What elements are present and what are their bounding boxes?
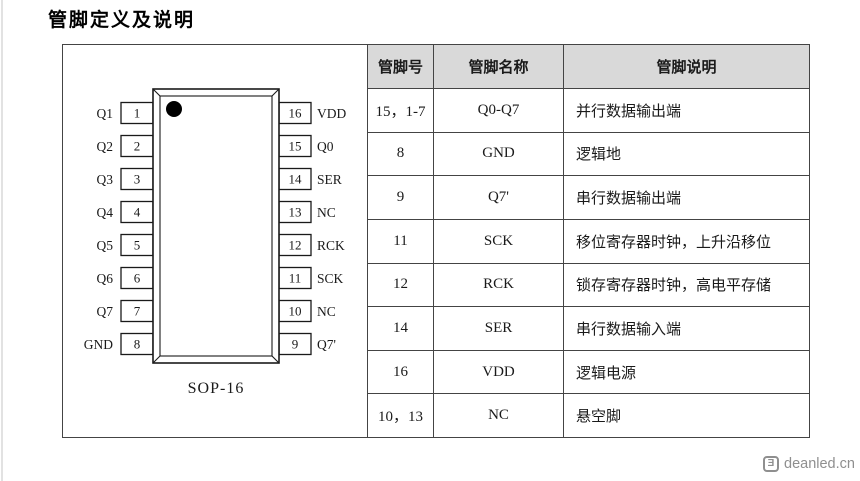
pin-description-cell: 串行数据输入端: [576, 321, 682, 338]
pin-label: VDD: [317, 106, 346, 121]
header-pin-number: 管脚号: [368, 45, 434, 88]
pin-label: Q7': [317, 337, 336, 352]
pin-label: Q0: [317, 139, 334, 154]
content-panel: 1 Q1 2 Q2 3 Q3 4 Q4 5 Q5: [62, 44, 810, 438]
pin-description-cell: 悬空脚: [576, 409, 622, 426]
pin-number-cell: 14: [368, 307, 434, 350]
pin-name-cell: GND: [434, 132, 564, 176]
table-row: 16 VDD 逻辑电源: [368, 350, 809, 395]
table-row: 15，1-7 Q0-Q7 并行数据输出端: [368, 89, 809, 133]
pin-label: Q5: [97, 238, 114, 253]
pin1-indicator-dot: [166, 101, 182, 117]
pin-box-2: 2 Q2: [97, 134, 154, 158]
pin-box-11: 11 SCK: [278, 266, 344, 290]
pin-number: 8: [134, 337, 141, 352]
table-row: 14 SER 串行数据输入端: [368, 307, 809, 351]
pin-number-cell: 16: [368, 350, 434, 394]
pin-box-15: 15 Q0: [278, 134, 334, 158]
pin-box-10: 10 NC: [278, 299, 336, 323]
pin-description-cell: 逻辑电源: [576, 365, 637, 382]
pin-box-16: 16 VDD: [278, 101, 346, 125]
pin-box-3: 3 Q3: [97, 167, 154, 191]
table-row: 11 SCK 移位寄存器时钟，上升沿移位: [368, 219, 809, 264]
chip-body: [152, 88, 280, 364]
table-row: 10，13 NC 悬空脚: [368, 394, 809, 437]
pin-description-cell: 串行数据输出端: [576, 191, 682, 208]
package-label: SOP-16: [188, 380, 245, 397]
watermark-text: deanled.cn: [784, 456, 855, 472]
pin-box-6: 6 Q6: [97, 266, 154, 290]
watermark: Ǝ deanled.cn: [763, 456, 855, 472]
pin-box-9: 9 Q7': [278, 332, 336, 356]
pin-box-1: 1 Q1: [97, 101, 154, 125]
pin-description-cell: 锁存寄存器时钟，高电平存储: [576, 278, 772, 295]
pin-number: 16: [289, 106, 303, 121]
pin-box-7: 7 Q7: [97, 299, 154, 323]
header-pin-name: 管脚名称: [434, 45, 564, 88]
pin-box-8: 8 GND: [84, 332, 154, 356]
sop16-package-diagram: 1 Q1 2 Q2 3 Q3 4 Q4 5 Q5: [84, 88, 346, 397]
pin-description-cell: 逻辑地: [576, 147, 622, 164]
pin-number: 9: [292, 337, 299, 352]
pin-label: NC: [317, 205, 336, 220]
pin-label: Q2: [97, 139, 114, 154]
pin-number-cell: 15，1-7: [368, 89, 434, 132]
pin-name-cell: Q0-Q7: [434, 89, 564, 132]
pin-number: 5: [134, 238, 141, 253]
pin-label: NC: [317, 304, 336, 319]
header-pin-description: 管脚说明: [656, 60, 717, 76]
pin-box-4: 4 Q4: [97, 200, 154, 224]
sop16-diagram-area: 1 Q1 2 Q2 3 Q3 4 Q4 5 Q5: [63, 45, 368, 437]
pin-number: 10: [289, 304, 302, 319]
pin-label: Q6: [97, 271, 114, 286]
pin-number: 6: [134, 271, 141, 286]
pin-name-cell: VDD: [434, 350, 564, 394]
deanled-logo-icon: Ǝ: [763, 456, 779, 472]
pin-box-13: 13 NC: [278, 200, 336, 224]
table-row: 9 Q7' 串行数据输出端: [368, 176, 809, 220]
pin-number-cell: 12: [368, 263, 434, 307]
pin-definition-table: 管脚号 管脚名称 管脚说明 15，1-7 Q0-Q7 并行数据输出端 8 GND…: [367, 45, 809, 437]
pin-number: 15: [289, 139, 302, 154]
page-title: 管脚定义及说明: [48, 10, 196, 31]
pin-label: Q4: [97, 205, 114, 220]
pin-label: GND: [84, 337, 113, 352]
pin-label: Q7: [97, 304, 114, 319]
pin-number: 4: [134, 205, 141, 220]
pin-number: 3: [134, 172, 141, 187]
pin-number: 12: [289, 238, 302, 253]
table-header-row: 管脚号 管脚名称 管脚说明: [368, 45, 809, 89]
pin-number: 14: [289, 172, 303, 187]
pin-label: SER: [317, 172, 342, 187]
pin-label: SCK: [317, 271, 344, 286]
pin-number: 7: [134, 304, 141, 319]
pin-number-cell: 9: [368, 176, 434, 219]
page-left-edge: [1, 0, 3, 481]
pin-box-12: 12 RCK: [278, 233, 345, 257]
pin-number: 13: [289, 205, 302, 220]
pin-number-cell: 11: [368, 219, 434, 263]
pin-box-14: 14 SER: [278, 167, 342, 191]
pin-label: Q1: [97, 106, 114, 121]
table-row: 12 RCK 锁存寄存器时钟，高电平存储: [368, 263, 809, 308]
pin-label: RCK: [317, 238, 345, 253]
pin-name-cell: SER: [434, 307, 564, 350]
pin-name-cell: SCK: [434, 219, 564, 263]
pin-number: 2: [134, 139, 141, 154]
pin-number: 11: [289, 271, 302, 286]
pin-number-cell: 10，13: [368, 394, 434, 437]
pin-number: 1: [134, 106, 141, 121]
pin-description-cell: 并行数据输出端: [576, 103, 682, 120]
pin-name-cell: RCK: [434, 263, 564, 307]
pin-name-cell: NC: [434, 394, 564, 437]
table-row: 8 GND 逻辑地: [368, 132, 809, 177]
pin-number-cell: 8: [368, 132, 434, 176]
pin-label: Q3: [97, 172, 114, 187]
pin-box-5: 5 Q5: [97, 233, 154, 257]
pin-name-cell: Q7': [434, 176, 564, 219]
pin-description-cell: 移位寄存器时钟，上升沿移位: [576, 234, 772, 251]
